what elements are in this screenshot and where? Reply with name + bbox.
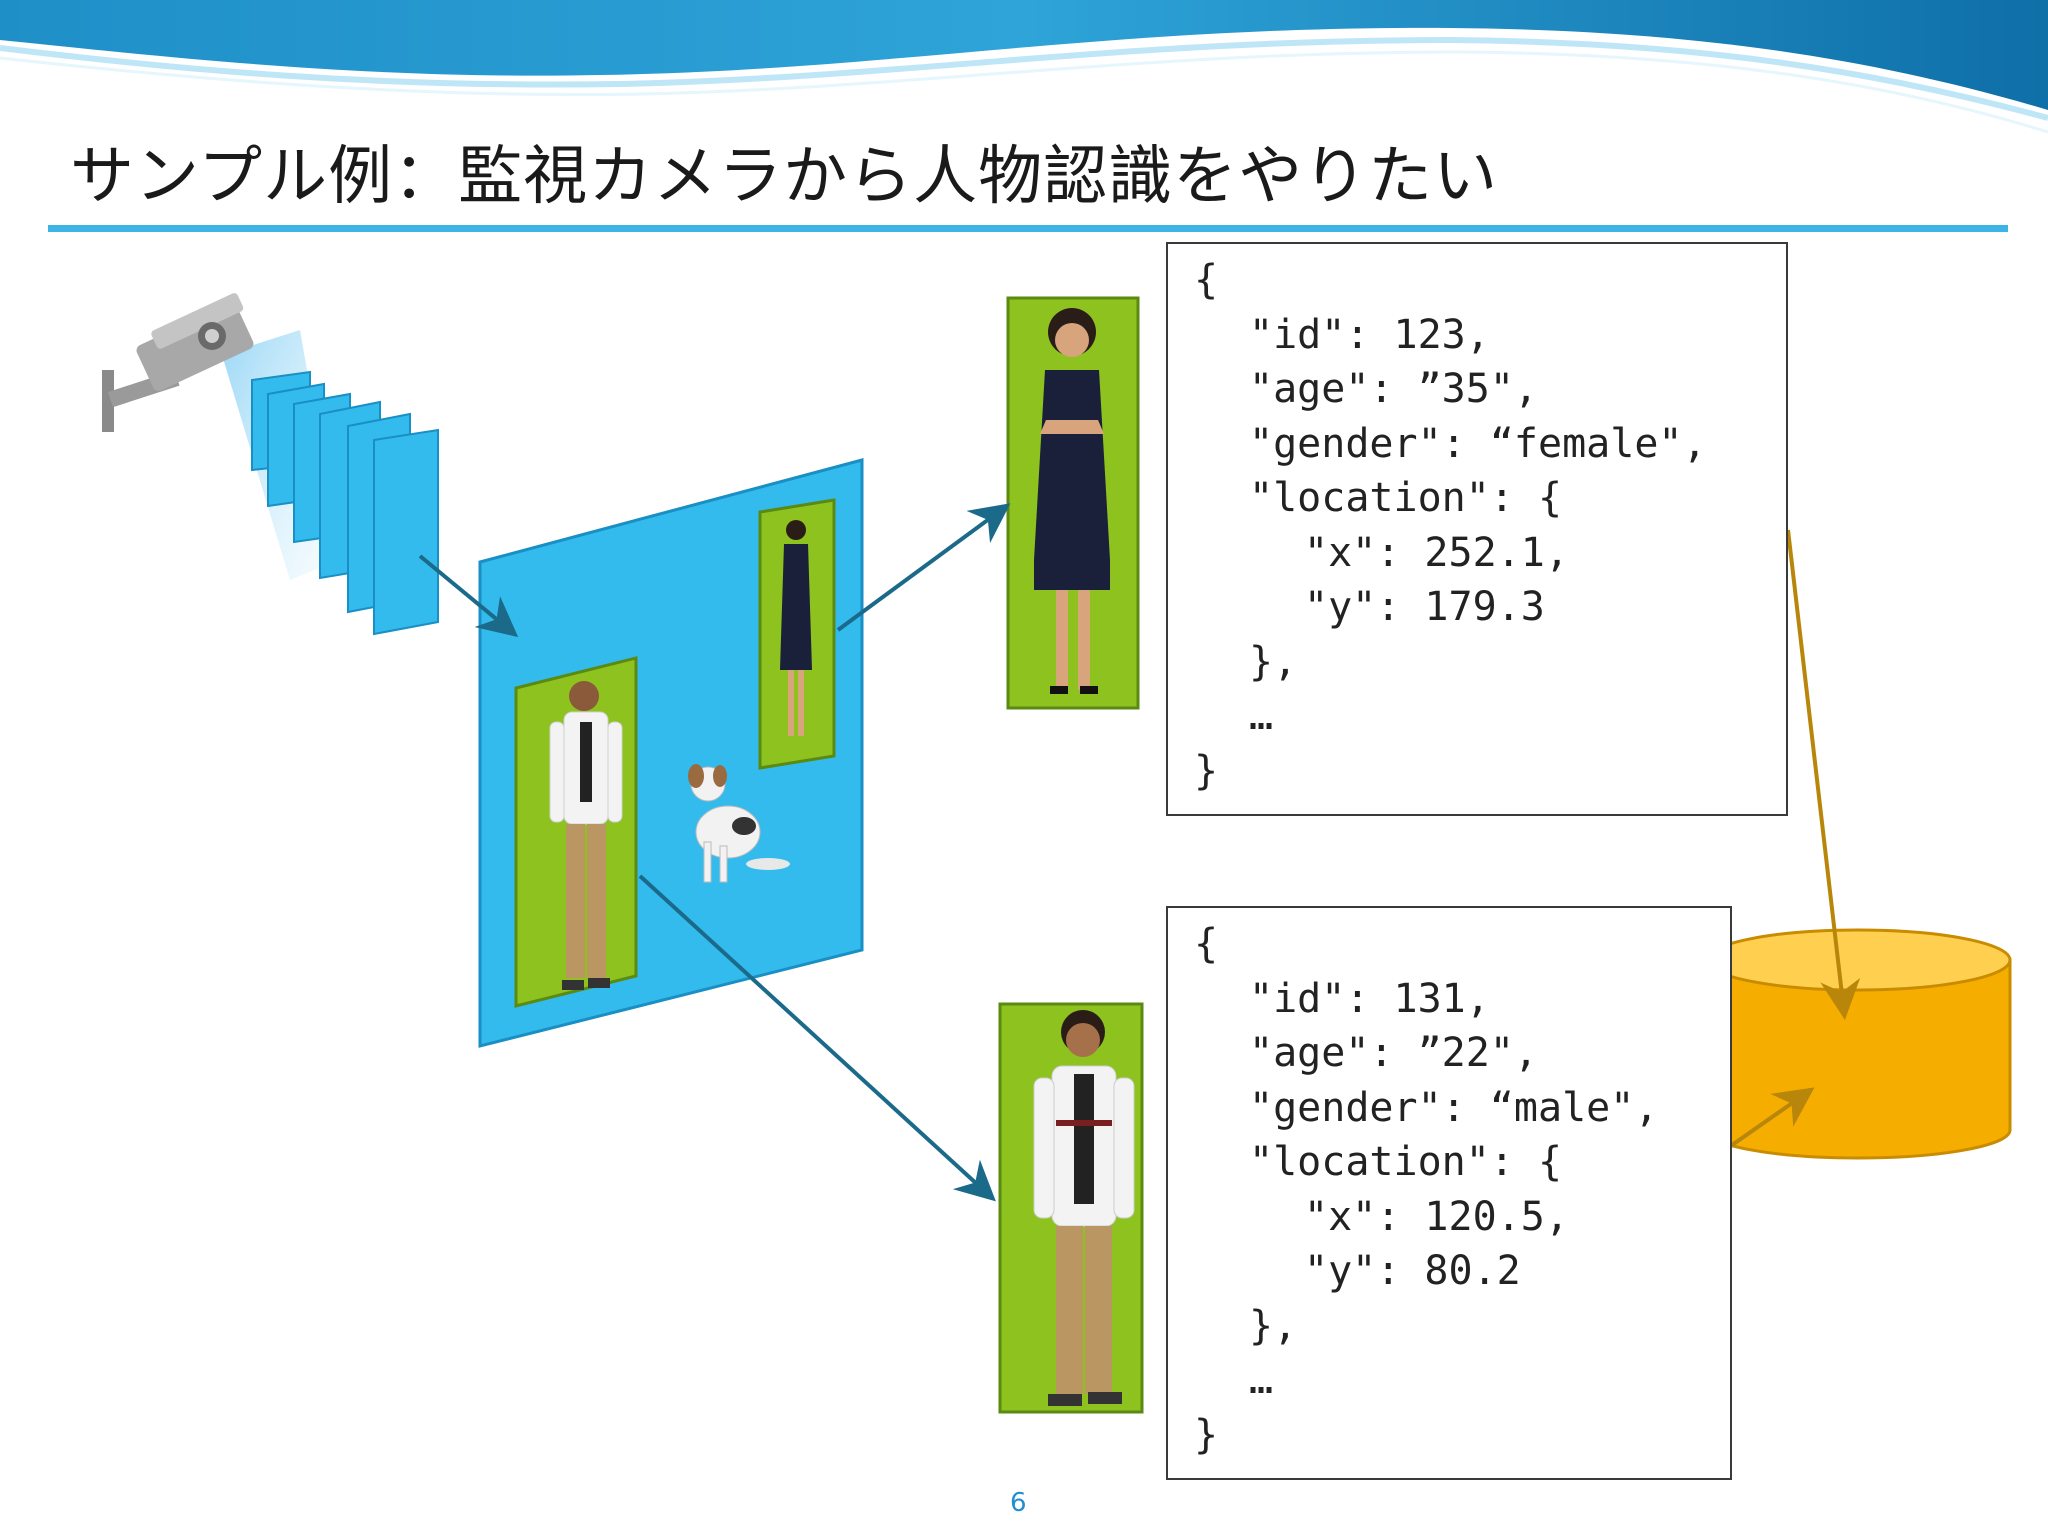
detected-man-box bbox=[514, 656, 638, 1008]
code-line: "x": 120.5, bbox=[1304, 1193, 1569, 1240]
title-rule bbox=[48, 225, 2008, 232]
code-line: "y": 179.3 bbox=[1304, 584, 1545, 630]
code-line: "id": 123, bbox=[1249, 311, 1490, 358]
video-frame-stack bbox=[251, 370, 439, 636]
man-figure-icon bbox=[549, 681, 623, 990]
code-line: "gender": “female", bbox=[1249, 420, 1707, 467]
code-line: }, bbox=[1249, 1302, 1298, 1349]
code-line: "x": 252.1, bbox=[1304, 529, 1569, 576]
code-line: "location": { bbox=[1249, 475, 1563, 521]
code-line: { bbox=[1194, 921, 1219, 967]
woman-crop-panel bbox=[1006, 296, 1140, 710]
code-line: … bbox=[1249, 1357, 1274, 1403]
dog-icon bbox=[688, 764, 790, 883]
code-line: "age": ”22", bbox=[1249, 1030, 1538, 1076]
slide-title: サンプル例：監視カメラから人物認識をやりたい bbox=[70, 140, 1499, 214]
frame-to-man-arrow bbox=[638, 874, 996, 1202]
page-number: 6 bbox=[1010, 1488, 1027, 1518]
code-line: "age": ”35", bbox=[1249, 366, 1538, 412]
json-card-female: { "id": 123, "age": ”35", "gender": “female… bbox=[1166, 242, 1788, 816]
code-line: … bbox=[1249, 693, 1274, 739]
code-line: { bbox=[1194, 257, 1219, 303]
code-line: "gender": “male", bbox=[1249, 1084, 1659, 1131]
detected-woman-box bbox=[758, 498, 836, 770]
code-line: }, bbox=[1249, 638, 1298, 685]
database-cylinder-icon bbox=[1704, 928, 2012, 1160]
frames-to-frame-arrow bbox=[418, 554, 519, 638]
code-line: "id": 131, bbox=[1249, 975, 1490, 1022]
woman-figure-icon bbox=[780, 520, 812, 736]
json-card-male: { "id": 131, "age": ”22", "gender": “male",… bbox=[1166, 906, 1732, 1480]
header-wave bbox=[0, 0, 2048, 134]
frame-to-woman-arrow bbox=[836, 503, 1011, 632]
code-line: } bbox=[1194, 1411, 1219, 1458]
card1-to-db-arrow bbox=[1786, 529, 1861, 1020]
code-line: "y": 80.2 bbox=[1304, 1248, 1521, 1294]
code-line: } bbox=[1194, 747, 1219, 794]
man-crop-panel bbox=[998, 1002, 1144, 1414]
code-line: "location": { bbox=[1249, 1139, 1563, 1185]
